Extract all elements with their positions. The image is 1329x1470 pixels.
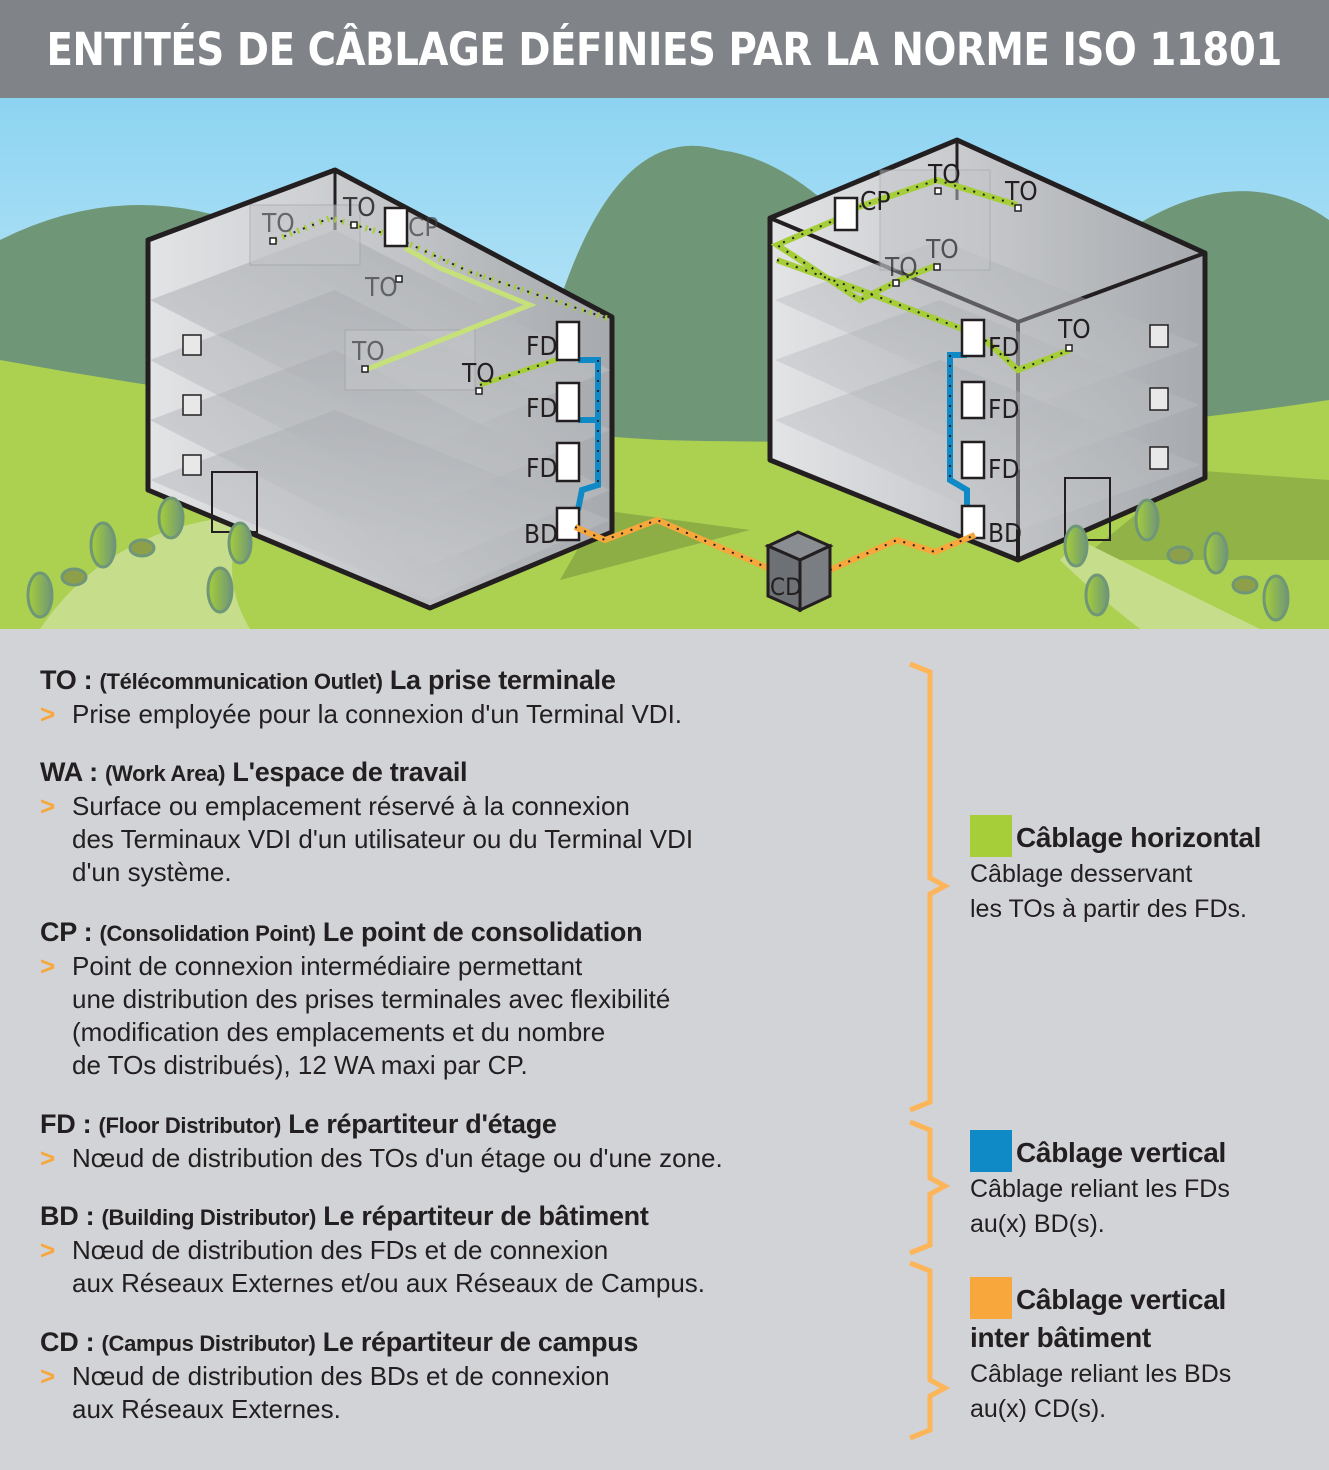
orange-swatch-icon (970, 1277, 1012, 1319)
stairs-icon (1149, 324, 1169, 470)
title-bar: ENTITÉS DE CÂBLAGE DÉFINIES PAR LA NORME… (0, 0, 1329, 98)
bracket-icon (909, 661, 951, 1441)
device-labels: TO TO CP TO TO TO FD FD FD BD (860, 160, 1091, 549)
definition-cd: CD : (Campus Distributor) Le répartiteur… (40, 1327, 639, 1424)
svg-text:TO: TO (884, 253, 918, 283)
left-building: TO TO CP TO TO TO FD FD FD BD (145, 167, 615, 611)
definition-to: TO : (Télécommunication Outlet) La prise… (40, 665, 683, 729)
svg-text:BD: BD (524, 520, 558, 550)
svg-text:CD: CD (770, 573, 802, 601)
bullet-arrow-icon: > (40, 791, 56, 821)
page-title: ENTITÉS DE CÂBLAGE DÉFINIES PAR LA NORME… (46, 22, 1283, 76)
svg-text:FD: FD (988, 333, 1019, 363)
svg-text:TO: TO (925, 235, 959, 265)
distributor-icon (833, 196, 986, 540)
bullet-arrow-icon: > (40, 1235, 56, 1265)
legend-horizontal: Câblage horizontal Câblage desservant le… (970, 815, 1261, 927)
definition-cp: CP : (Consolidation Point) Le point de c… (40, 917, 671, 1080)
svg-text:TO: TO (351, 337, 385, 367)
svg-text:FD: FD (526, 394, 557, 424)
tree-icon (26, 496, 1290, 622)
right-building: TO TO CP TO TO TO FD FD FD BD (767, 137, 1208, 563)
legend-inter-building: Câblage vertical inter bâtiment Câblage … (970, 1277, 1231, 1427)
svg-text:BD: BD (988, 519, 1022, 549)
svg-text:FD: FD (988, 455, 1019, 485)
campus-distributor-icon: CD (764, 530, 834, 613)
bullet-arrow-icon: > (40, 1361, 56, 1391)
bullet-arrow-icon: > (40, 951, 56, 981)
cabling-illustration: TO TO CP TO TO TO FD FD FD BD (0, 98, 1329, 629)
stairs-icon (182, 334, 202, 476)
bullet-arrow-icon: > (40, 1143, 56, 1173)
svg-text:TO: TO (461, 359, 495, 389)
bullet-arrow-icon: > (40, 699, 56, 729)
device-labels: TO TO CP TO TO TO FD FD FD BD (261, 193, 558, 550)
svg-text:TO: TO (1004, 177, 1038, 207)
svg-text:FD: FD (988, 395, 1019, 425)
legend-vertical: Câblage vertical Câblage reliant les FDs… (970, 1130, 1230, 1242)
green-swatch-icon (970, 815, 1012, 857)
definition-fd: FD : (Floor Distributor) Le répartiteur … (40, 1109, 723, 1173)
svg-text:TO: TO (261, 209, 295, 239)
svg-text:FD: FD (526, 332, 557, 362)
svg-text:TO: TO (364, 273, 398, 303)
blue-swatch-icon (970, 1130, 1012, 1172)
svg-text:TO: TO (927, 160, 961, 190)
svg-text:TO: TO (342, 193, 376, 223)
svg-text:CP: CP (860, 187, 890, 217)
svg-text:FD: FD (526, 454, 557, 484)
svg-text:TO: TO (1057, 315, 1091, 345)
definition-bd: BD : (Building Distributor) Le répartite… (40, 1201, 706, 1298)
definition-wa: WA : (Work Area) L'espace de travail >Su… (40, 757, 694, 887)
svg-text:CP: CP (408, 213, 438, 243)
distributor-icon (383, 206, 581, 542)
